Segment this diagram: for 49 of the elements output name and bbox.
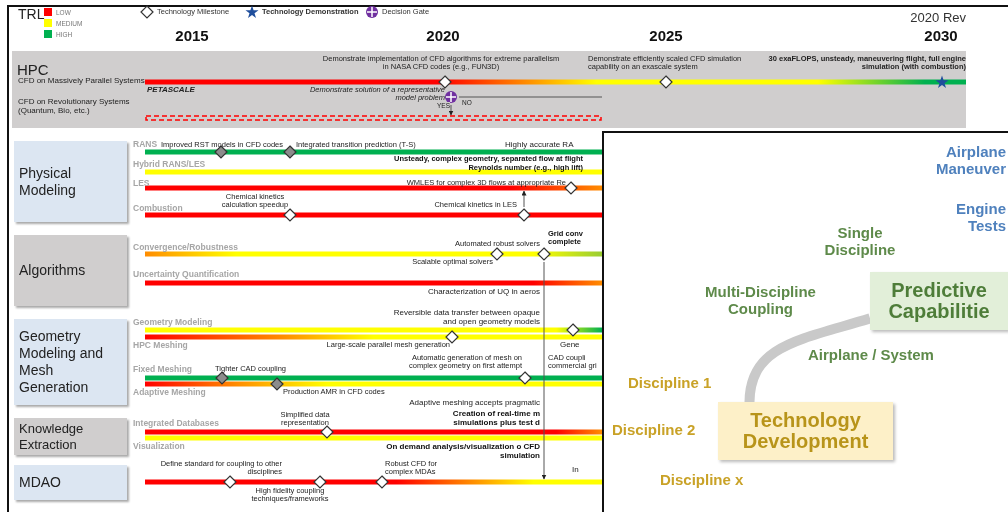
year-label: 2030	[923, 28, 959, 45]
connector-line	[458, 96, 603, 98]
stage-label: Discipline 2	[612, 422, 696, 439]
stage-label: Engine Tests	[955, 201, 1006, 234]
row-label: RANS	[133, 140, 158, 150]
milestone-label: Creation of real-time m simulations plus test d	[451, 410, 540, 428]
category-box: Knowledge Extraction	[14, 418, 127, 455]
stage-label: Single Discipline	[823, 225, 897, 258]
milestone-label: Gene	[560, 341, 580, 350]
row-label: Visualization	[133, 442, 185, 452]
category-box: Physical Modeling	[14, 141, 127, 222]
row-label: CFD on Revolutionary Systems (Quantum, Bio, etc.)	[18, 98, 131, 116]
revision-label: 2020 Rev	[909, 11, 966, 26]
row-label: Hybrid RANS/LES	[133, 160, 206, 170]
legend-title: TRL	[18, 7, 45, 23]
row-label: Integrated Databases	[133, 419, 219, 429]
row-label: LES	[133, 179, 150, 189]
section-title: HPC	[17, 61, 49, 78]
arrow	[541, 261, 547, 480]
category-box: Algorithms	[14, 235, 127, 306]
stage-label: Discipline x	[660, 472, 744, 489]
row-label: CFD on Massively Parallel Systems	[18, 77, 146, 86]
stage-label: Multi-Discipline Coupling	[704, 284, 817, 317]
category-box: MDAO	[14, 465, 127, 500]
year-label: 2015	[174, 28, 210, 45]
section-panel	[12, 51, 966, 128]
stage-label: Airplane Maneuver	[934, 144, 1006, 177]
milestone-label: In	[572, 466, 579, 475]
milestone-label: Highly accurate RA	[505, 141, 574, 150]
arrow	[521, 190, 527, 208]
stage-label: Airplane / System	[808, 347, 934, 364]
row-label: Combustion	[133, 204, 183, 214]
milestone-label: Adaptive meshing accepts pragmatic	[408, 399, 540, 408]
progress-swoosh	[744, 313, 872, 403]
year-label: 2025	[648, 28, 684, 45]
row-label: Convergence/Robustness	[133, 243, 238, 253]
milestone-label: Reversible data transfer between opaque and open geometry models	[393, 309, 540, 327]
category-box: Geometry Modeling and Mesh Generation	[14, 319, 127, 405]
stage-box: Technology Development	[718, 402, 893, 460]
stage-label: Discipline 1	[628, 375, 712, 392]
milestone-label: Characterization of UQ in aeros	[426, 288, 540, 297]
row-label: Geometry Modeling	[133, 318, 213, 328]
scale-label: PETASCALE	[147, 86, 195, 95]
row-label: Adaptive Meshing	[133, 388, 206, 398]
milestone-label: On demand analysis/visualization o CFD simulation	[385, 443, 540, 461]
stage-box: Predictive Capabilitie	[870, 272, 1008, 330]
row-label: Fixed Meshing	[133, 365, 193, 375]
year-label: 2020	[425, 28, 461, 45]
arrow	[448, 104, 454, 116]
